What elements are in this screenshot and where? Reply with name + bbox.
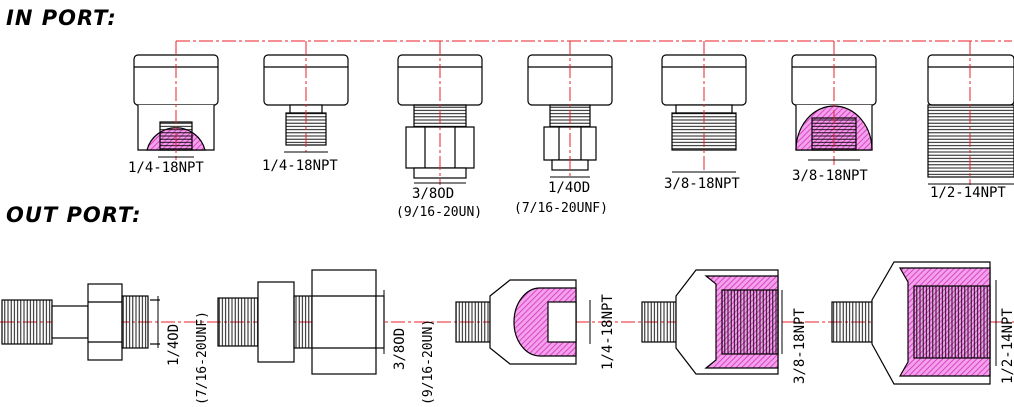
out-label-1: 1/4OD bbox=[166, 324, 182, 366]
out-label-3: 1/4-18NPT bbox=[600, 294, 616, 370]
in-label-1: 1/4-18NPT bbox=[128, 160, 204, 176]
out-label-4: 3/8-18NPT bbox=[792, 308, 808, 384]
in-label-4b: (7/16-20UNF) bbox=[514, 201, 608, 216]
out-fitting-2 bbox=[217, 269, 385, 375]
in-label-6: 3/8-18NPT bbox=[792, 168, 868, 184]
in-label-3b: (9/16-20UN) bbox=[396, 205, 482, 220]
out-fitting-1 bbox=[1, 283, 160, 361]
in-fitting-7 bbox=[927, 54, 1014, 178]
out-port-heading: OUT PORT: bbox=[6, 203, 142, 227]
in-label-3: 3/8OD bbox=[412, 186, 454, 202]
out-label-2b: (9/16-20UN) bbox=[421, 319, 436, 405]
in-label-4: 1/4OD bbox=[548, 180, 590, 196]
out-fitting-3 bbox=[455, 279, 577, 365]
in-label-5: 3/8-18NPT bbox=[664, 176, 740, 192]
out-label-1b: (7/16-20UNF) bbox=[195, 311, 210, 405]
out-label-2: 3/8OD bbox=[392, 328, 408, 370]
in-dimensions bbox=[158, 151, 1014, 185]
out-fitting-5 bbox=[831, 261, 991, 385]
in-port-heading: IN PORT: bbox=[6, 6, 117, 30]
in-label-7: 1/2-14NPT bbox=[930, 185, 1006, 201]
in-fitting-2 bbox=[263, 54, 349, 146]
out-label-5: 1/2-14NPT bbox=[1000, 308, 1014, 384]
out-fitting-4 bbox=[641, 269, 779, 375]
out-dimensions bbox=[157, 280, 997, 366]
in-label-2: 1/4-18NPT bbox=[262, 158, 338, 174]
in-centerlines bbox=[175, 41, 971, 185]
